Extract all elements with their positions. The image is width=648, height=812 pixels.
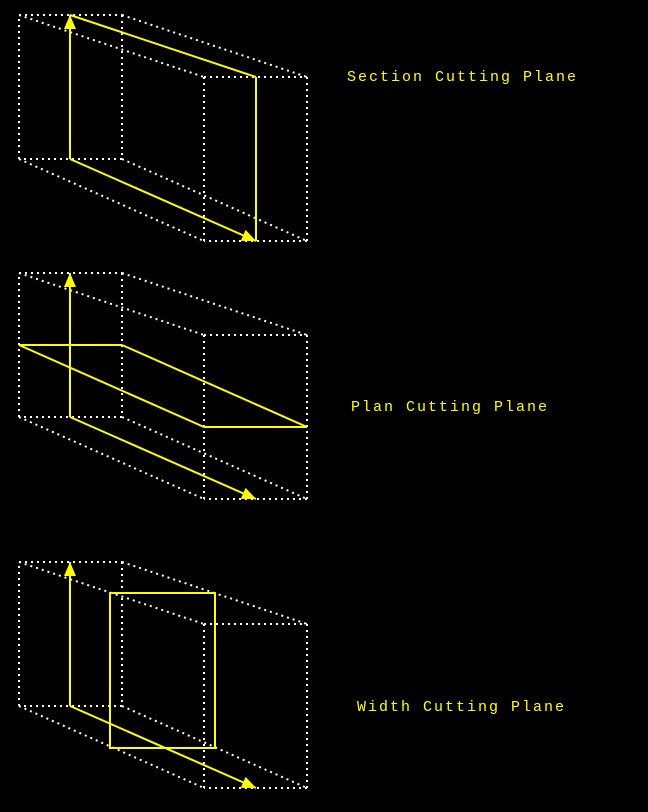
diagram-width	[18, 561, 308, 789]
width-cutting-plane-label: Width Cutting Plane	[357, 699, 567, 716]
arrow-up-icon	[64, 15, 76, 29]
arrow-down-right-icon	[240, 229, 256, 241]
arrow-down-right-icon	[240, 776, 256, 788]
arrow-down-right-icon	[240, 487, 256, 499]
plane-edge	[121, 344, 308, 428]
diagram-section	[18, 14, 308, 242]
plan-cutting-plane-label: Plan Cutting Plane	[351, 399, 550, 416]
depth-axis	[69, 416, 257, 500]
arrow-up-icon	[64, 273, 76, 287]
box-edge	[121, 272, 308, 336]
box-edge	[18, 158, 205, 242]
box-wireframe	[18, 272, 308, 500]
box-edge	[121, 158, 308, 242]
arrow-up-icon	[64, 562, 76, 576]
plan-cutting-plane	[18, 344, 308, 428]
plane-rect	[109, 592, 216, 749]
box-edge	[18, 272, 205, 336]
width-cutting-plane	[109, 592, 216, 749]
box-edge	[121, 705, 308, 789]
box-edge	[18, 705, 205, 789]
box-wireframe	[18, 14, 308, 242]
section-cutting-plane-label: Section Cutting Plane	[347, 69, 579, 86]
diagram-plan	[18, 272, 308, 500]
box-edge	[18, 14, 205, 78]
depth-axis	[69, 158, 257, 242]
plane-edge	[69, 14, 257, 78]
box-edge	[121, 416, 308, 500]
plane-edge	[18, 344, 205, 428]
box-wireframe	[18, 561, 308, 789]
box-edge	[18, 416, 205, 500]
section-cutting-plane	[69, 14, 257, 241]
box-edge	[121, 14, 308, 78]
